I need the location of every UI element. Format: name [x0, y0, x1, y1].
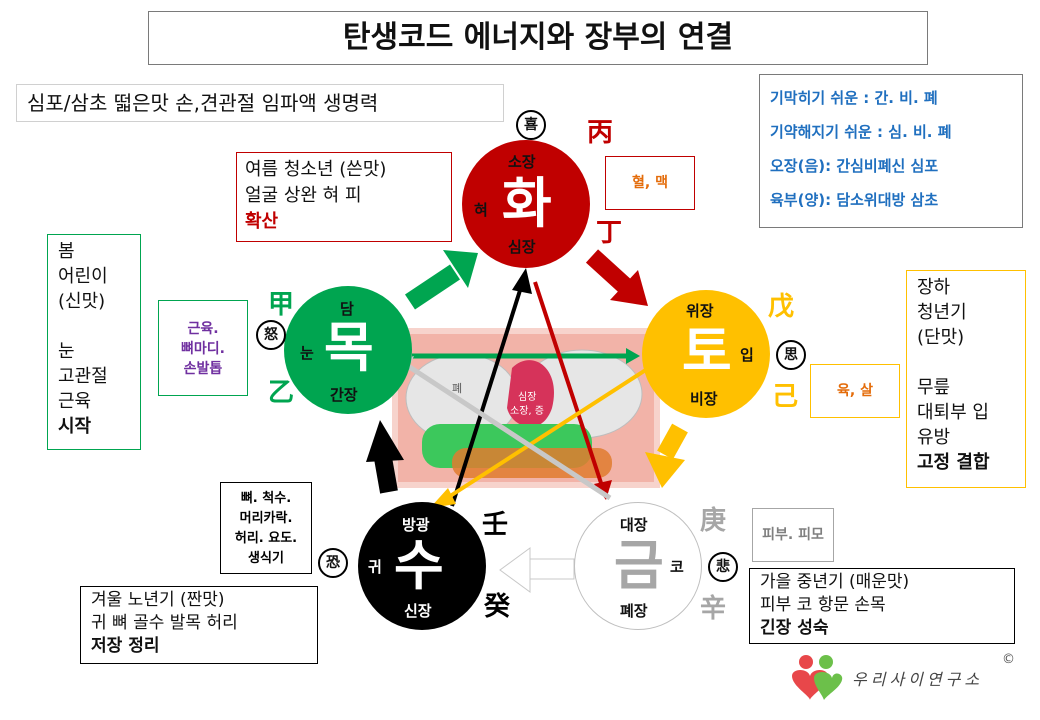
wood-desc-line: 눈: [58, 341, 75, 362]
wood-top-organ: 담: [340, 300, 354, 318]
water-element-char: 수: [394, 534, 444, 597]
earth-emotion-icon: 思: [776, 340, 806, 370]
fire-desc-line: 여름 청소년 (쓴맛): [245, 159, 387, 180]
organ-label-lung: 폐: [452, 382, 462, 395]
wood-desc-box: 봄 어린이 (신맛) 눈 고관절 근육 시작: [47, 234, 141, 450]
wood-tag-line: 뼈마디.: [181, 341, 225, 357]
earth-desc-line: (단맛): [917, 327, 965, 348]
metal-desc-box: 가을 중년기 (매운맛) 피부 코 항문 손목 긴장 성숙: [749, 568, 1015, 644]
subtitle-box: 심포/삼초 떫은맛 손,견관절 임파액 생명력: [16, 84, 504, 122]
water-stem-bottom: 癸: [484, 592, 511, 622]
wood-tag-line: 손발톱: [183, 361, 223, 377]
earth-tag: 육, 살: [810, 364, 900, 418]
metal-emotion-icon: 悲: [708, 552, 738, 582]
earth-desc-line: 유방: [917, 427, 951, 448]
wood-desc-line: 고관절: [58, 366, 108, 387]
fire-desc-line: 얼굴 상완 혀 피: [245, 185, 362, 206]
legend-box: 기막히기 쉬운 : 간. 비. 폐 기약해지기 쉬운 : 심. 비. 폐 오장(…: [759, 74, 1023, 228]
wood-side-organ: 눈: [300, 344, 314, 362]
metal-stem-bottom: 辛: [700, 594, 727, 624]
fire-desc-box: 여름 청소년 (쓴맛) 얼굴 상완 혀 피 확산: [236, 152, 452, 242]
water-top-organ: 방광: [402, 516, 430, 534]
wood-desc-bold: 시작: [58, 416, 92, 437]
wood-element-char: 목: [324, 316, 374, 379]
page-title: 탄생코드 에너지와 장부의 연결: [148, 11, 928, 65]
wood-bottom-organ: 간장: [330, 386, 358, 404]
water-tag: 뼈. 척수. 머리카락. 허리. 요도. 생식기: [220, 482, 312, 574]
water-stem-top: 壬: [482, 510, 509, 540]
earth-desc-line: 장하: [917, 277, 951, 298]
wood-desc-line: (신맛): [58, 291, 106, 312]
earth-side-organ: 입: [740, 346, 754, 364]
metal-desc-bold: 긴장 성숙: [760, 618, 829, 638]
water-side-organ: 귀: [368, 558, 382, 576]
earth-stem-top: 戊: [768, 292, 795, 322]
organ-label-heart: 심장: [518, 391, 536, 403]
legend-line: 기막히기 쉬운 : 간. 비. 폐: [770, 89, 938, 107]
fire-emotion-icon: 喜: [516, 110, 546, 140]
metal-circle: [574, 502, 702, 630]
wood-tag: 근육. 뼈마디. 손발톱: [158, 300, 248, 396]
copyright-mark: ©: [1002, 652, 1015, 667]
wood-stem-top: 甲: [268, 290, 295, 320]
water-tag-line: 머리카락.: [239, 511, 293, 526]
water-desc-bold: 저장 정리: [91, 636, 160, 656]
water-circle: [358, 502, 486, 630]
fire-tag: 혈, 맥: [605, 156, 695, 210]
logo-text: 우리사이연구소: [852, 670, 984, 689]
water-emotion-icon: 恐: [318, 548, 348, 578]
earth-top-organ: 위장: [686, 302, 714, 320]
water-tag-line: 허리. 요도.: [234, 531, 298, 546]
wood-desc-line: 근육: [58, 391, 92, 412]
water-desc-line: 겨울 노년기 (짠맛): [91, 590, 225, 610]
metal-stem-top: 庚: [700, 506, 727, 536]
legend-line: 기약해지기 쉬운 : 심. 비. 폐: [770, 123, 952, 141]
earth-bottom-organ: 비장: [690, 390, 718, 408]
water-bottom-organ: 신장: [404, 602, 432, 620]
legend-line: 오장(음): 간심비폐신 심포: [770, 157, 939, 175]
earth-circle: [642, 290, 770, 418]
metal-desc-line: 가을 중년기 (매운맛): [760, 572, 910, 592]
earth-element-char: 토: [682, 320, 732, 383]
earth-stem-bottom: 己: [772, 382, 799, 412]
earth-desc-line: 대퇴부 입: [917, 402, 989, 423]
water-tag-line: 뼈. 척수.: [240, 491, 292, 506]
wood-desc-spacer: [58, 314, 130, 339]
earth-desc-box: 장하 청년기 (단맛) 무릎 대퇴부 입 유방 고정 결합: [906, 270, 1026, 488]
metal-bottom-organ: 폐장: [620, 602, 648, 620]
fire-desc-bold: 확산: [245, 211, 279, 232]
wood-desc-line: 봄: [58, 241, 75, 262]
earth-desc-line: 청년기: [917, 302, 967, 323]
water-desc-line: 귀 뼈 골수 발목 허리: [91, 613, 238, 633]
wood-stem-bottom: 乙: [268, 378, 295, 408]
earth-desc-bold: 고정 결합: [917, 452, 990, 473]
metal-tag: 피부. 피모: [752, 508, 834, 562]
fire-bottom-organ: 심장: [508, 238, 536, 256]
earth-desc-spacer: [917, 350, 1015, 375]
legend-line: 육부(양): 담소위대방 삼초: [770, 191, 939, 209]
earth-desc-line: 무릎: [917, 377, 951, 398]
wood-desc-line: 어린이: [58, 266, 108, 287]
fire-stem-bottom: 丁: [596, 218, 623, 248]
metal-element-char: 금: [614, 534, 664, 597]
fire-circle: [462, 140, 590, 268]
wood-tag-line: 근육.: [187, 321, 219, 337]
metal-desc-line: 피부 코 항문 손목: [760, 595, 886, 615]
fire-side-organ: 혀: [474, 201, 488, 219]
water-tag-line: 생식기: [248, 551, 284, 566]
organ-label-intestine: 소장, 증: [510, 405, 544, 417]
logo-icon: [792, 655, 843, 700]
water-desc-box: 겨울 노년기 (짠맛) 귀 뼈 골수 발목 허리 저장 정리: [80, 586, 318, 664]
fire-element-char: 화: [502, 172, 552, 235]
fire-stem-top: 丙: [587, 118, 614, 148]
metal-side-organ: 코: [670, 558, 684, 576]
wood-circle: [284, 286, 412, 414]
metal-top-organ: 대장: [620, 516, 648, 534]
wood-emotion-icon: 怒: [256, 320, 286, 350]
fire-top-organ: 소장: [508, 153, 536, 171]
